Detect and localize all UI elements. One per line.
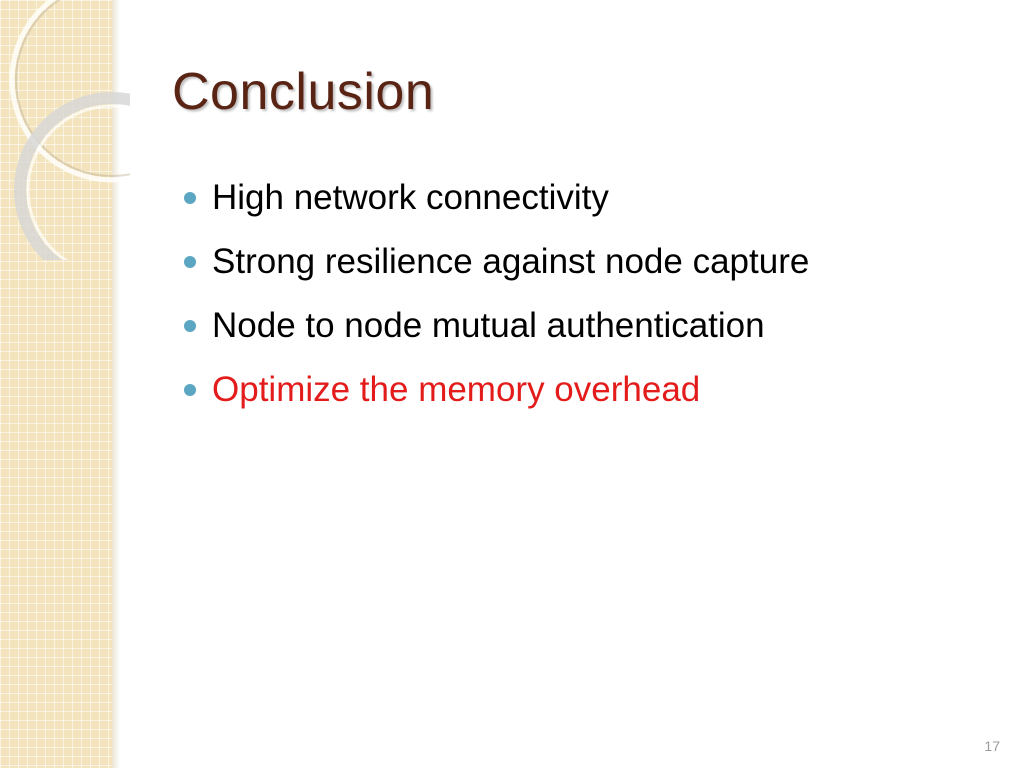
bullet-item: Strong resilience against node capture bbox=[184, 234, 809, 298]
side-panel-shadow bbox=[112, 0, 120, 768]
bullet-dot-icon bbox=[184, 192, 196, 204]
slide-number: 17 bbox=[984, 738, 1000, 754]
bullet-text: Node to node mutual authentication bbox=[212, 306, 765, 345]
bullet-item-highlighted: Optimize the memory overhead bbox=[184, 362, 809, 426]
bullet-dot-icon bbox=[184, 320, 196, 332]
bullet-text: Strong resilience against node capture bbox=[212, 242, 810, 281]
bullet-dot-icon bbox=[184, 384, 196, 396]
bullet-text: Optimize the memory overhead bbox=[212, 370, 701, 409]
bullet-item: High network connectivity bbox=[184, 170, 809, 234]
bullet-list: High network connectivity Strong resilie… bbox=[184, 170, 809, 426]
bullet-dot-icon bbox=[184, 256, 196, 268]
bullet-item: Node to node mutual authentication bbox=[184, 298, 809, 362]
bullet-text: High network connectivity bbox=[212, 178, 609, 217]
slide-title: Conclusion bbox=[172, 63, 435, 121]
decorative-rings-icon bbox=[9, 0, 130, 260]
